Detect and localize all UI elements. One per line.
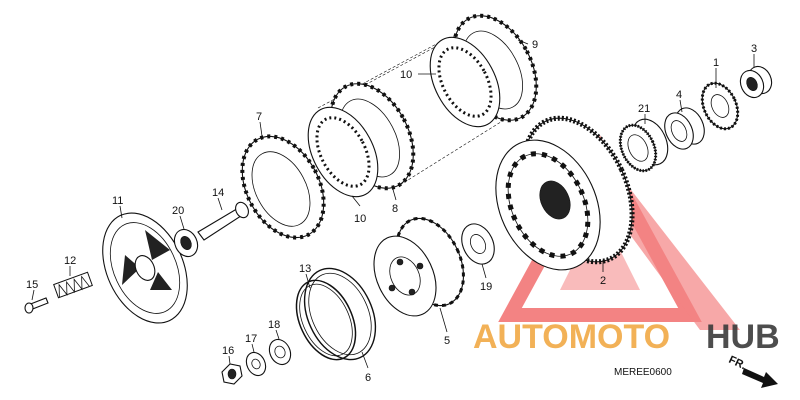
part-label-7: 7 xyxy=(256,111,262,123)
part-label-10-bottom: 10 xyxy=(354,213,366,225)
part-label-15: 15 xyxy=(26,279,38,291)
clutch-center-5 xyxy=(373,216,465,317)
part-label-19: 19 xyxy=(480,281,492,293)
spring-12 xyxy=(53,271,93,299)
part-label-10-top: 10 xyxy=(400,69,412,81)
part-label-11: 11 xyxy=(112,195,123,207)
pressure-plate-11 xyxy=(102,212,188,324)
part-label-4: 4 xyxy=(676,89,682,101)
bolt-15 xyxy=(24,297,49,314)
part-label-5: 5 xyxy=(444,335,450,347)
part-label-14: 14 xyxy=(212,187,224,199)
part-label-12: 12 xyxy=(64,255,76,267)
clutch-outer-2 xyxy=(495,115,635,271)
part-label-9: 9 xyxy=(532,39,538,51)
part-label-8: 8 xyxy=(392,203,398,215)
washer-17 xyxy=(245,351,267,377)
guide-3 xyxy=(739,65,773,99)
part-label-1: 1 xyxy=(713,57,719,69)
collar-4 xyxy=(664,107,705,150)
front-direction-marker: FR. xyxy=(727,354,778,388)
part-label-2: 2 xyxy=(600,275,606,287)
sprocket-1 xyxy=(700,81,740,131)
part-label-20: 20 xyxy=(172,205,184,217)
part-label-3: 3 xyxy=(751,43,757,55)
part-label-17: 17 xyxy=(245,333,257,345)
plate-6 xyxy=(303,267,377,361)
leader-lines xyxy=(31,39,755,369)
part-label-21: 21 xyxy=(638,103,650,115)
part-labels: 1 2 3 4 5 6 7 8 9 10 10 11 12 13 14 15 1… xyxy=(26,39,757,384)
clutch-disc-7 xyxy=(240,134,326,240)
watermark-text: AUTOMOTO HUB xyxy=(473,318,780,356)
front-arrow-icon xyxy=(742,368,778,388)
part-label-18: 18 xyxy=(268,319,280,331)
part-label-16: 16 xyxy=(222,345,234,357)
reference-code: MEREE0600 xyxy=(614,367,672,378)
clutch-plate-10-bottom xyxy=(307,106,379,198)
bearing-20 xyxy=(173,228,199,258)
thrust-washer-19 xyxy=(461,223,495,265)
lifter-rod-14 xyxy=(197,201,249,241)
nut-16 xyxy=(221,363,243,385)
watermark-text-b: HUB xyxy=(706,318,780,356)
clutch-plate-10-top xyxy=(429,36,501,128)
part-label-6: 6 xyxy=(365,372,371,384)
needle-bearing-21 xyxy=(618,118,669,173)
part-label-13: 13 xyxy=(299,263,311,275)
washer-18 xyxy=(268,338,292,366)
watermark-text-a: AUTOMOTO xyxy=(473,318,670,356)
